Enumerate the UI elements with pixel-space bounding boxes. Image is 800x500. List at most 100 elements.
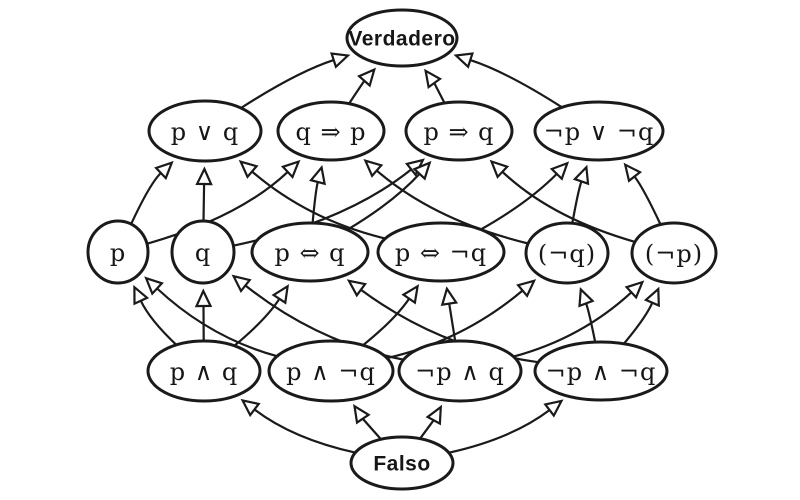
edge-p_and_q-p_iff_q xyxy=(233,297,281,347)
edge-nq-np_or_nq xyxy=(571,180,583,225)
edge-p-q_imp_p xyxy=(145,170,289,245)
node-q-ellipse xyxy=(170,219,236,285)
node-np_and_nq: ¬p ∧ ¬q xyxy=(533,340,669,402)
node-p_iff_nq: p ⇔ ¬q xyxy=(376,221,506,283)
node-np-label: (¬p) xyxy=(645,240,703,268)
arrowhead-nq-q_imp_p xyxy=(363,158,384,178)
arrowhead-np_and_nq-np xyxy=(643,286,660,308)
arrowhead-np_and_q-p_iff_nq xyxy=(440,286,459,307)
node-nq-label: (¬q) xyxy=(538,240,596,268)
edge-nq-q_imp_p xyxy=(375,169,530,245)
node-p_and_q: p ∧ q xyxy=(146,339,262,403)
arrowhead-nq-np_or_nq xyxy=(572,164,590,186)
edge-falso-p_and_nq xyxy=(361,417,383,441)
arrowhead-p_iff_q-q_imp_p xyxy=(309,164,326,186)
node-p_and_nq-ellipse xyxy=(267,339,395,403)
node-p_iff_q-ellipse xyxy=(250,221,370,283)
arrowhead-p_and_nq-p xyxy=(144,276,164,296)
node-p_or_q-ellipse xyxy=(147,99,263,163)
node-p_or_q: p ∨ q xyxy=(147,99,263,163)
arrowhead-np-p_imp_q xyxy=(489,159,510,179)
node-p-ellipse xyxy=(86,219,150,285)
node-np_and_nq-label: ¬p ∧ ¬q xyxy=(546,358,657,386)
edge-p_or_q-verdadero xyxy=(239,59,335,110)
node-q-label: q xyxy=(195,239,211,267)
node-np_and_q: ¬p ∧ q xyxy=(397,339,523,403)
arrowhead-falso-p_and_q xyxy=(240,398,261,418)
arrowhead-p-p_or_q xyxy=(154,160,174,181)
node-p_and_nq: p ∧ ¬q xyxy=(267,339,395,403)
node-np_or_nq-label: ¬p ∨ ¬q xyxy=(544,118,655,146)
node-nq-ellipse xyxy=(524,221,610,285)
arrowhead-np_and_q-q xyxy=(231,274,252,294)
node-p-label: p xyxy=(110,239,126,267)
node-p_and_q-ellipse xyxy=(146,339,262,403)
edge-np_or_nq-verdadero xyxy=(469,59,564,109)
node-p_iff_nq-ellipse xyxy=(376,221,506,283)
node-np_and_q-ellipse xyxy=(397,339,523,403)
edge-falso-np_and_nq xyxy=(447,408,551,454)
node-p_iff_nq-label: p ⇔ ¬q xyxy=(395,239,487,267)
node-q: q xyxy=(170,219,236,285)
arrowhead-p_imp_q-verdadero xyxy=(424,68,443,90)
arrowhead-np_and_nq-nq xyxy=(578,286,595,308)
edge-p-p_or_q xyxy=(130,171,162,226)
arrowhead-p_iff_q-p_imp_q xyxy=(412,160,432,181)
arrowhead-falso-np_and_q xyxy=(425,404,443,426)
node-p_and_nq-label: p ∧ ¬q xyxy=(286,358,376,386)
node-verdadero: Verdadero xyxy=(345,8,459,68)
edge-np_and_q-p_iff_nq xyxy=(448,302,457,343)
arrowhead-p_and_q-p_iff_q xyxy=(271,284,290,305)
edge-p_and_nq-p xyxy=(156,287,279,358)
arrowhead-p-q_imp_p xyxy=(280,159,301,180)
node-q_imp_p: q ⇒ p xyxy=(276,100,386,162)
edge-p_iff_q-p_imp_q xyxy=(346,172,421,231)
arrowhead-falso-np_and_nq xyxy=(543,399,564,418)
edge-q_imp_p-verdadero xyxy=(347,79,366,105)
node-verdadero-label: Verdadero xyxy=(348,27,455,50)
edge-p_imp_q-verdadero xyxy=(433,81,446,105)
arrowhead-q_imp_p-verdadero xyxy=(357,67,377,88)
edge-p_and_q-p xyxy=(139,299,178,346)
edge-falso-np_and_q xyxy=(418,419,435,440)
node-np_and_nq-ellipse xyxy=(533,340,669,402)
arrowhead-np_and_q-np xyxy=(624,280,645,300)
arrowhead-np_and_nq-p_iff_q xyxy=(346,279,368,298)
node-np-ellipse xyxy=(630,221,718,285)
arrowhead-p_and_q-p xyxy=(133,284,150,306)
node-q_imp_p-ellipse xyxy=(276,100,386,162)
arrowhead-np-np_or_nq xyxy=(623,162,643,183)
edge-p_iff_nq-p_or_q xyxy=(250,170,387,240)
arrowhead-p_iff_nq-p_or_q xyxy=(238,159,259,179)
edge-p_and_nq-nq xyxy=(385,289,524,360)
arrowhead-p_and_q-q xyxy=(194,288,213,308)
edge-np_and_q-np xyxy=(512,291,633,358)
node-p_iff_q: p ⇔ q xyxy=(250,221,370,283)
node-p_imp_q-label: p ⇒ q xyxy=(423,118,494,146)
node-p_iff_q-label: p ⇔ q xyxy=(274,239,345,267)
node-p_imp_q-ellipse xyxy=(404,100,514,162)
edge-np_and_nq-nq xyxy=(585,302,597,344)
node-q_imp_p-label: q ⇒ p xyxy=(295,118,366,146)
arrowhead-np_or_nq-verdadero xyxy=(453,52,474,69)
node-falso-label: Falso xyxy=(373,452,430,475)
edge-q-p_or_q xyxy=(202,182,206,223)
node-p_imp_q: p ⇒ q xyxy=(404,100,514,162)
node-verdadero-ellipse xyxy=(345,8,459,68)
edge-p_and_nq-p_iff_nq xyxy=(361,297,411,347)
edge-layer xyxy=(130,59,662,454)
edge-falso-p_and_q xyxy=(253,408,357,454)
edge-p_iff_q-q_imp_p xyxy=(311,180,319,225)
node-nq: (¬q) xyxy=(524,221,610,285)
arrowhead-p_iff_nq-np_or_nq xyxy=(549,161,570,181)
node-layer: Verdadero p ∨ q q ⇒ p p ⇒ q ¬p ∨ ¬q p q p ⇔ q p … xyxy=(86,8,718,491)
node-falso: Falso xyxy=(349,435,455,491)
edge-np_and_nq-np xyxy=(622,301,654,345)
arrowhead-p_and_nq-nq xyxy=(516,279,537,298)
edge-np-np_or_nq xyxy=(633,175,662,226)
node-np: (¬p) xyxy=(630,221,718,285)
node-p_and_q-label: p ∧ q xyxy=(170,358,239,386)
node-np_or_nq-ellipse xyxy=(533,100,665,162)
